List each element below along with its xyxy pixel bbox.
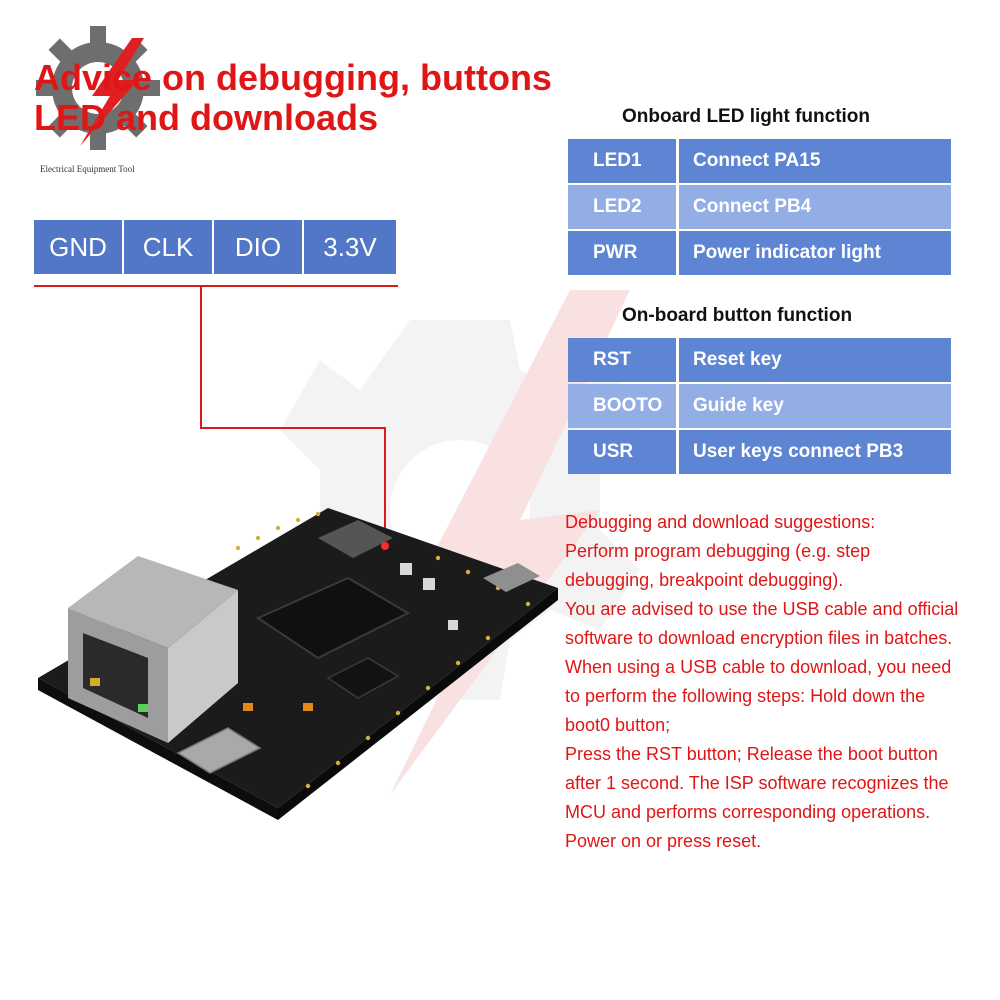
led-desc: Connect PA15	[679, 139, 951, 183]
button-name: BOOTO	[568, 384, 676, 428]
led-table: LED1 Connect PA15 LED2 Connect PB4 PWR P…	[568, 139, 951, 277]
led-desc: Connect PB4	[679, 185, 951, 229]
note-paragraph: When using a USB cable to download, you …	[565, 657, 952, 735]
table-row: BOOTO Guide key	[568, 384, 951, 428]
table-row: RST Reset key	[568, 338, 951, 382]
stm32-board-illustration	[38, 508, 558, 820]
title-line-1: Advice on debugging, buttons	[34, 57, 552, 98]
pin-gnd: GND	[34, 220, 124, 274]
pin-underline	[34, 285, 398, 287]
note-paragraph: Debugging and download suggestions:	[565, 512, 876, 532]
button-name: USR	[568, 430, 676, 474]
table-row: LED1 Connect PA15	[568, 139, 951, 183]
note-paragraph: Press the RST button; Release the boot b…	[565, 744, 949, 851]
brand-caption: Electrical Equipment Tool	[40, 164, 135, 174]
led-name: LED1	[568, 139, 676, 183]
download-notes: Debugging and download suggestions: Perf…	[565, 508, 960, 856]
page-title: Advice on debugging, buttons LED and dow…	[34, 58, 552, 138]
button-name: RST	[568, 338, 676, 382]
button-table: RST Reset key BOOTO Guide key USR User k…	[568, 338, 951, 476]
note-paragraph: You are advised to use the USB cable and…	[565, 599, 959, 648]
button-desc: Guide key	[679, 384, 951, 428]
table-row: USR User keys connect PB3	[568, 430, 951, 474]
note-paragraph: Perform program debugging (e.g. step deb…	[565, 541, 871, 590]
title-line-2: LED and downloads	[34, 97, 379, 138]
pin-dio: DIO	[214, 220, 304, 274]
pin-clk: CLK	[124, 220, 214, 274]
button-desc: Reset key	[679, 338, 951, 382]
button-section-heading: On-board button function	[622, 305, 853, 326]
swd-pin-labels: GND CLK DIO 3.3V	[34, 220, 396, 274]
button-desc: User keys connect PB3	[679, 430, 951, 474]
gear-lightning-logo-icon	[36, 26, 160, 150]
table-row: LED2 Connect PB4	[568, 185, 951, 229]
led-name: LED2	[568, 185, 676, 229]
led-name: PWR	[568, 231, 676, 275]
pin-3v3: 3.3V	[304, 220, 396, 274]
table-row: PWR Power indicator light	[568, 231, 951, 275]
led-section-heading: Onboard LED light function	[622, 106, 871, 127]
led-desc: Power indicator light	[679, 231, 951, 275]
